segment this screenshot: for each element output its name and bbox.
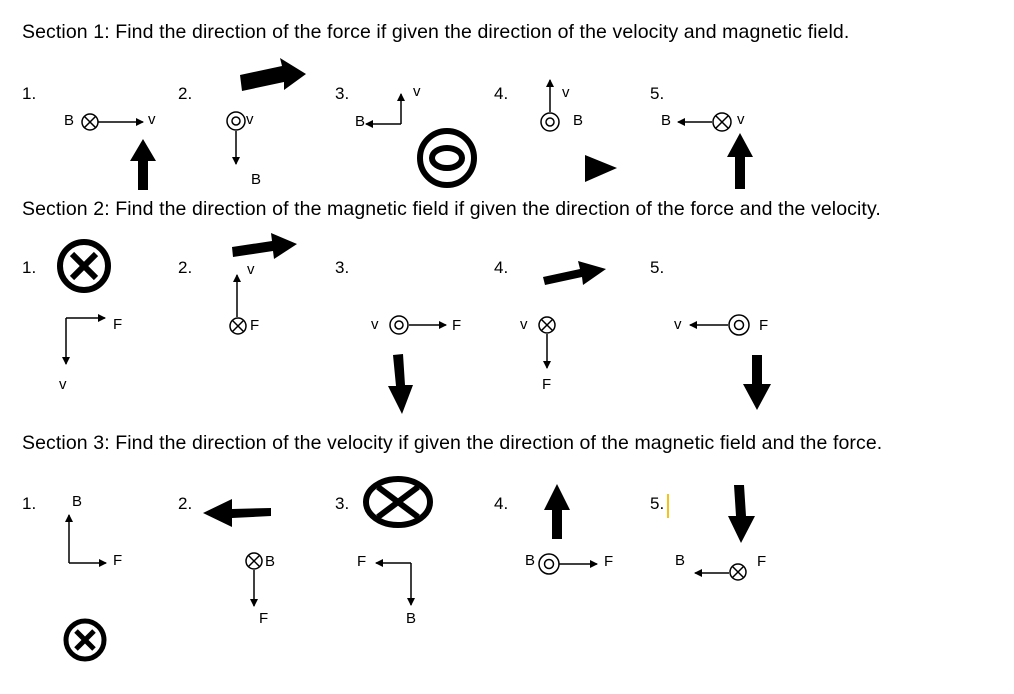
s1-num-5: 5. [650,84,665,103]
s1-num-3: 3. [335,84,350,103]
s3-num-2: 2. [178,494,193,513]
s2-num-3: 3. [335,258,350,277]
s3q2-label-B: B [265,553,276,570]
s1q5-bold-up-arrow-icon [727,133,753,189]
s3-num-4: 4. [494,494,509,513]
s1q4-label-B: B [573,112,584,129]
section-2-heading: Section 2: Find the direction of the mag… [22,198,881,220]
s1q1-bold-up-arrow-icon [130,139,156,190]
s1q5-label-B: B [661,112,672,129]
s3q4-out-of-page-icon [538,553,560,575]
s1-num-4: 4. [494,84,509,103]
s1q4-label-v: v [562,84,570,101]
s2q4-into-page-icon [538,316,556,334]
s3q3-label-F: F [357,553,367,570]
s3q2-into-page-icon [245,552,263,570]
s3-num-3: 3. [335,494,350,513]
s1q1-label-v: v [148,111,156,128]
s1q2-label-v: v [246,111,254,128]
s2q4-label-v: v [520,316,528,333]
s2-num-2: 2. [178,258,193,277]
s2q1-label-v: v [59,376,67,393]
s2-num-1: 1. [22,258,37,277]
s2q3-out-of-page-icon [389,315,409,335]
s2q1-bold-into-page-icon [57,239,111,293]
s3q3-label-B: B [406,610,417,627]
s2q4-bold-arrow-icon [543,261,606,285]
s3q4-label-B: B [525,552,536,569]
s3q2-bold-left-arrow-icon [203,499,271,527]
s1q5-into-page-icon [712,112,732,132]
section-1-heading: Section 1: Find the direction of the for… [22,21,850,43]
section-3-heading: Section 3: Find the direction of the vel… [22,432,883,454]
s3q5-into-page-icon [729,563,747,581]
s3q1-label-F: F [113,552,123,569]
text-cursor [667,494,669,518]
s2q3-label-F: F [452,317,462,334]
s1q3-bold-out-of-page-icon [417,128,477,188]
s1q3-label-v: v [413,83,421,100]
s2q5-bold-down-arrow-icon [743,355,771,410]
s1q2-bold-arrow-icon [240,58,306,91]
s2-num-5: 5. [650,258,665,277]
s2q5-out-of-page-icon [728,314,750,336]
s1q1-into-page-icon [81,113,99,131]
s3q1-label-B: B [72,493,83,510]
s3q3-bold-into-page-icon [363,476,433,528]
s2q3-bold-down-arrow-icon [388,354,413,414]
s2q2-label-F: F [250,317,260,334]
s3q2-label-F: F [259,610,269,627]
s2q4-label-F: F [542,376,552,393]
s3q5-bold-down-arrow-icon [728,485,755,543]
s2-num-4: 4. [494,258,509,277]
s1-num-1: 1. [22,84,37,103]
s3q5-label-F: F [757,553,767,570]
s3-num-5: 5. [650,494,665,513]
s3q5-label-B: B [675,552,686,569]
s1q2-label-B: B [251,171,262,188]
s1q4-bold-right-arrow-icon [585,155,617,182]
s2q5-label-v: v [674,316,682,333]
s2q2-label-v: v [247,261,255,278]
s2q3-label-v: v [371,316,379,333]
s3q4-bold-up-arrow-icon [544,484,570,539]
s1q3-label-B: B [355,113,366,130]
s1-num-2: 2. [178,84,193,103]
s1q4-out-of-page-icon [540,112,560,132]
s1q5-label-v: v [737,111,745,128]
s2q1-label-F: F [113,316,123,333]
s1q2-out-of-page-icon [226,111,246,131]
s1q1-label-B: B [64,112,75,129]
s2q2-bold-arrow-icon [232,233,297,259]
s2q5-label-F: F [759,317,769,334]
s2q2-into-page-icon [229,317,247,335]
s3-num-1: 1. [22,494,37,513]
s3q4-label-F: F [604,553,614,570]
s3q1-bold-into-page-icon [63,618,107,662]
